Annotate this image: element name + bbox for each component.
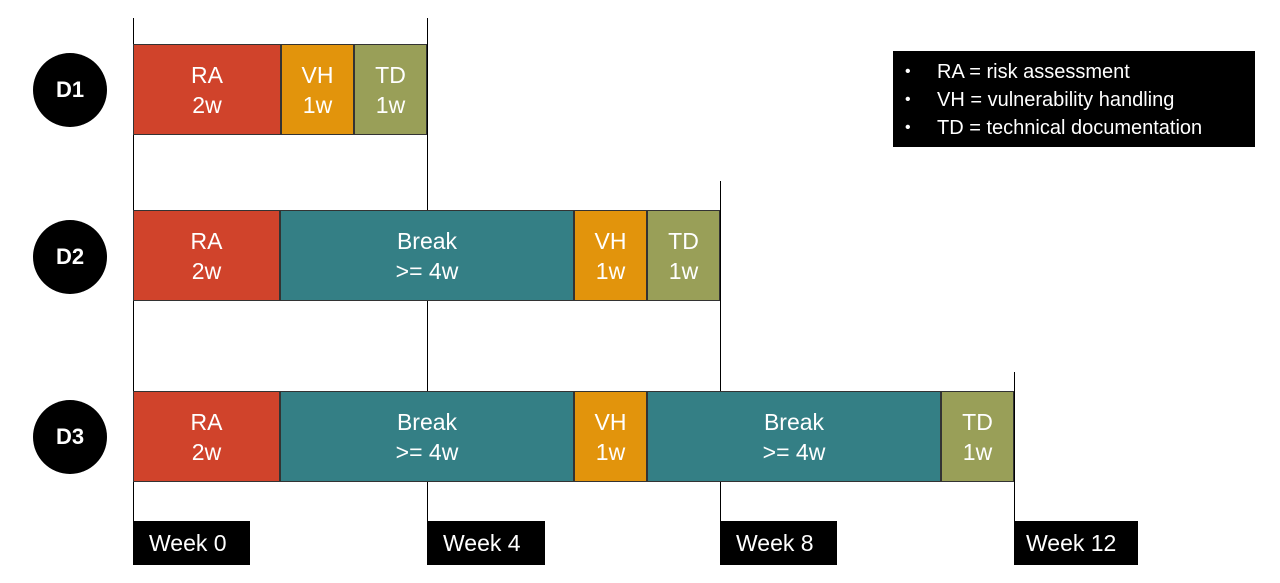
week-12-line	[1014, 372, 1015, 565]
segment-duration: 1w	[668, 257, 699, 284]
row-label-d2: D2	[33, 220, 107, 294]
legend-item-vh: • VH = vulnerability handling	[905, 86, 1245, 114]
bullet-icon: •	[905, 91, 911, 108]
segment-duration: 1w	[375, 91, 406, 118]
segment-name: Break	[396, 408, 458, 435]
segment-name: RA	[190, 227, 223, 254]
legend-item-td: • TD = technical documentation	[905, 114, 1245, 142]
segment-name: TD	[375, 61, 406, 88]
d2-td-segment: TD 1w	[647, 210, 720, 301]
bullet-icon: •	[905, 63, 911, 80]
row-label-d1: D1	[33, 53, 107, 127]
segment-duration: 1w	[302, 91, 333, 118]
d3-ra-segment: RA 2w	[133, 391, 280, 482]
segment-name: Break	[396, 227, 458, 254]
segment-name: VH	[301, 61, 334, 88]
week-0-marker: Week 0	[133, 521, 250, 565]
segment-name: VH	[594, 408, 627, 435]
legend-text: VH = vulnerability handling	[937, 88, 1175, 111]
bullet-icon: •	[905, 119, 911, 136]
week-4-marker: Week 4	[427, 521, 545, 565]
segment-name: RA	[190, 408, 223, 435]
segment-duration: 2w	[191, 438, 222, 465]
d1-td-segment: TD 1w	[354, 44, 427, 135]
segment-duration: 1w	[962, 438, 993, 465]
row-label-d3: D3	[33, 400, 107, 474]
legend-text: TD = technical documentation	[937, 116, 1203, 139]
d1-vh-segment: VH 1w	[281, 44, 354, 135]
segment-name: Break	[763, 408, 825, 435]
d2-vh-segment: VH 1w	[574, 210, 647, 301]
d3-break-segment-2: Break >= 4w	[647, 391, 941, 482]
segment-name: TD	[668, 227, 699, 254]
segment-duration: 1w	[595, 257, 626, 284]
d2-ra-segment: RA 2w	[133, 210, 280, 301]
segment-duration: >= 4w	[395, 257, 459, 284]
segment-name: VH	[594, 227, 627, 254]
d1-ra-segment: RA 2w	[133, 44, 281, 135]
segment-name: TD	[962, 408, 993, 435]
d3-td-segment: TD 1w	[941, 391, 1014, 482]
legend: • RA = risk assessment • VH = vulnerabil…	[893, 51, 1255, 147]
segment-duration: >= 4w	[762, 438, 826, 465]
segment-duration: 1w	[595, 438, 626, 465]
segment-name: RA	[191, 61, 223, 88]
segment-duration: 2w	[192, 91, 222, 118]
d2-break-segment: Break >= 4w	[280, 210, 574, 301]
week-8-marker: Week 8	[720, 521, 837, 565]
week-8-line	[720, 181, 721, 565]
legend-item-ra: • RA = risk assessment	[905, 58, 1245, 86]
legend-text: RA = risk assessment	[937, 60, 1130, 83]
d3-break-segment-1: Break >= 4w	[280, 391, 574, 482]
d3-vh-segment: VH 1w	[574, 391, 647, 482]
segment-duration: 2w	[191, 257, 222, 284]
week-12-marker: Week 12	[1014, 521, 1138, 565]
segment-duration: >= 4w	[395, 438, 459, 465]
